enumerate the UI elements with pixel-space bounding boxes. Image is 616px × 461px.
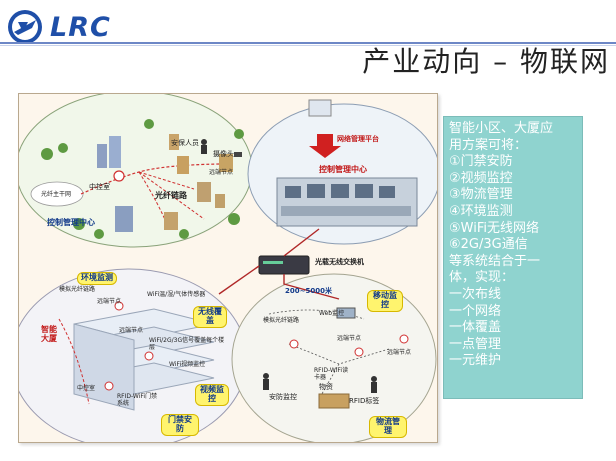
label-web-monitor: Web监控 [319,310,345,317]
web-monitor-laptop [336,307,356,319]
platform-monitors [308,99,332,117]
label-wifi-sensor: WiFi温/湿/气体传感器 [147,291,206,298]
sensor-marker [144,351,154,361]
label-goods: 物资 [319,383,333,391]
panel-line: ③物流管理 [449,187,513,203]
label-optical-switch: 光载无线交换机 [315,258,364,266]
label-control-room: 中控室 [89,183,110,191]
worker-icons [263,373,377,393]
label-guard: 安保人员 [171,139,199,147]
panel-line: 一点管理 [449,336,502,352]
guard-icon [201,139,207,154]
panel-line: 智能小区、大厦应 [449,121,554,136]
callout-video: 视频监控 [195,384,229,406]
label-rfid-wifi-reader: RFID-WiFi读卡器 [314,367,349,381]
down-arrow-icon [309,134,341,158]
label-logistics-fiber: 模拟光纤链路 [263,317,300,324]
panel-line: 一元维护 [449,353,502,369]
switch-link [283,228,320,257]
panel-line: 一次布线 [449,286,502,302]
building-fiber [58,318,90,405]
network-link [318,363,340,400]
callout-door: 门禁安防 [161,414,199,436]
fiber-link-line [138,171,205,220]
label-security-monitor: 安防监控 [269,393,297,401]
panel-line: ⑤WiFi无线网络 [449,220,539,236]
switch-link [218,265,260,295]
tree-icons [41,119,244,239]
panel-line: ⑥2G/3G通信 [449,237,528,253]
callout-logistics: 物流管理 [369,416,407,438]
logo-text: LRC [50,12,111,43]
label-building-fiber: 模拟光纤链路 [59,286,96,293]
company-logo: LRC [6,8,146,48]
building-icons [97,134,233,232]
diagram-graphics [19,94,437,442]
camera-icon [234,152,242,157]
label-rfid-door: RFID-WiFi门禁系统 [117,393,158,407]
node-marker [399,334,409,344]
label-wifi-video: WiFi视频监控 [169,361,206,368]
callout-wireless: 无线覆盖 [193,306,227,328]
fiber-link-line [138,171,170,230]
fiber-link-line [138,171,195,190]
sensor-marker [104,381,114,391]
label-coverage: WiFi/2G/3G信号覆盖每个楼层 [149,337,225,351]
label-logistics-node: 远端节点 [337,335,362,342]
label-rfid-tag: RFID标签 [349,397,380,405]
cloud-shape [30,181,84,207]
label-smart-building: 智能大厦 [41,325,57,343]
label-camera: 摄像头 [213,150,234,158]
optical-switch-device [258,255,310,275]
summary-panel: 智能小区、大厦应 用方案可将： ①门禁安防 ②视频监控 ③物流管理 ④环境监测 … [443,116,583,399]
label-building-node: 远端节点 [97,298,122,305]
label-control-center: 控制管理中心 [47,218,95,227]
building-floors [73,308,215,411]
node-marker [354,347,364,357]
control-room-screens [281,184,411,216]
label-network-platform: 网络管理平台 [337,135,379,143]
label-fiber-trunk: 光纤主干网 [41,191,72,198]
panel-line: 体，实现： [449,270,515,286]
panel-line: 一体覆盖 [449,320,502,336]
logo-mark-icon [8,10,42,44]
panel-line: 一个网络 [449,303,502,319]
control-room-marker [113,170,125,182]
panel-line: ④环境监测 [449,203,513,219]
cargo-boxes [318,393,350,409]
network-link [268,309,365,320]
panel-line: 用方案可将： [449,137,528,153]
title-divider-light [0,45,616,46]
label-building-node2: 远端节点 [119,327,144,334]
label-remote-node: 远端节点 [209,169,234,176]
zone-logistics [231,273,437,442]
title-divider [0,42,616,44]
label-distance: 200~5000米 [285,287,332,295]
callout-mobile: 移动监控 [367,290,403,312]
page-title: 产业动向 – 物联网 [362,45,610,78]
label-building-control-room: 中控室 [77,385,96,392]
panel-line: 等系统结合于一 [449,253,541,269]
switch-link [283,274,340,300]
label-logistics-node2: 远端节点 [387,349,412,356]
panel-line: ①门禁安防 [449,154,513,170]
iot-solution-diagram: 安保人员 摄像头 中控室 光纤主干网 光纤链路 远端节点 控制管理中心 网络管理… [18,93,438,443]
panel-line: ②视频监控 [449,170,513,186]
label-control-center-right: 控制管理中心 [319,165,367,174]
node-marker [289,339,299,349]
callout-environment: 环境监测 [77,272,117,285]
sensor-marker [114,301,124,311]
label-fiber-link: 光纤链路 [155,191,187,200]
